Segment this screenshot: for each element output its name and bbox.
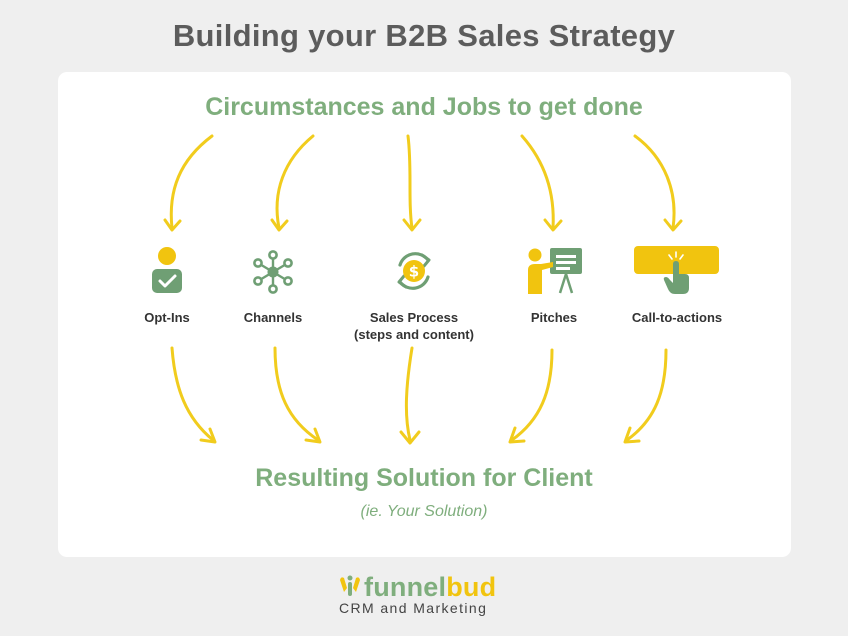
click-button-icon [634,246,719,294]
arrow-bottom-channels [273,346,320,442]
arrow-top-pitches [520,134,555,230]
label-sales-process-text: Sales Process [369,310,459,325]
network-hub-icon [253,250,293,294]
label-opt-ins: Opt-Ins [87,309,247,326]
label-sales-process: Sales Process (steps and content) [334,309,494,343]
page-title: Building your B2B Sales Strategy [172,18,676,53]
arrow-top-channels [275,134,315,230]
arrow-bottom-cta [625,348,668,442]
label-call-to-actions: Call-to-actions [597,309,757,326]
person-check-icon [152,247,182,293]
arrow-bottom-pitches [510,348,554,442]
funnel-logo-icon [340,575,360,596]
label-opt-ins-text: Opt-Ins [144,310,190,325]
arrow-bottom-sales-process [404,346,414,442]
label-channels: Channels [193,309,353,326]
logo-word-funnel: funnel [364,572,447,602]
presentation-icon [528,248,582,294]
arrow-top-sales-process [406,134,414,230]
label-call-to-actions-text: Call-to-actions [631,310,723,325]
logo-word-bud: bud [446,572,497,602]
result-heading: Resulting Solution for Client [255,464,593,492]
label-sales-process-subtext: (steps and content) [354,327,474,342]
dollar-cycle-icon: $ [397,252,431,290]
funnelbud-logo: funnelbud CRM and Marketing [336,572,516,622]
logo-tagline: CRM and Marketing [339,600,488,616]
result-subheading: (ie. Your Solution) [360,503,488,520]
top-heading: Circumstances and Jobs to get done [205,93,643,121]
logo-wordmark: funnelbud [364,572,496,603]
arrow-top-cta [633,134,676,230]
label-channels-text: Channels [243,310,303,325]
svg-text:$: $ [409,263,419,281]
label-pitches: Pitches [474,309,634,326]
arrow-top-opt-ins [169,134,214,230]
diagram-card [58,72,791,557]
label-pitches-text: Pitches [530,310,578,325]
arrow-bottom-opt-ins [170,346,215,442]
